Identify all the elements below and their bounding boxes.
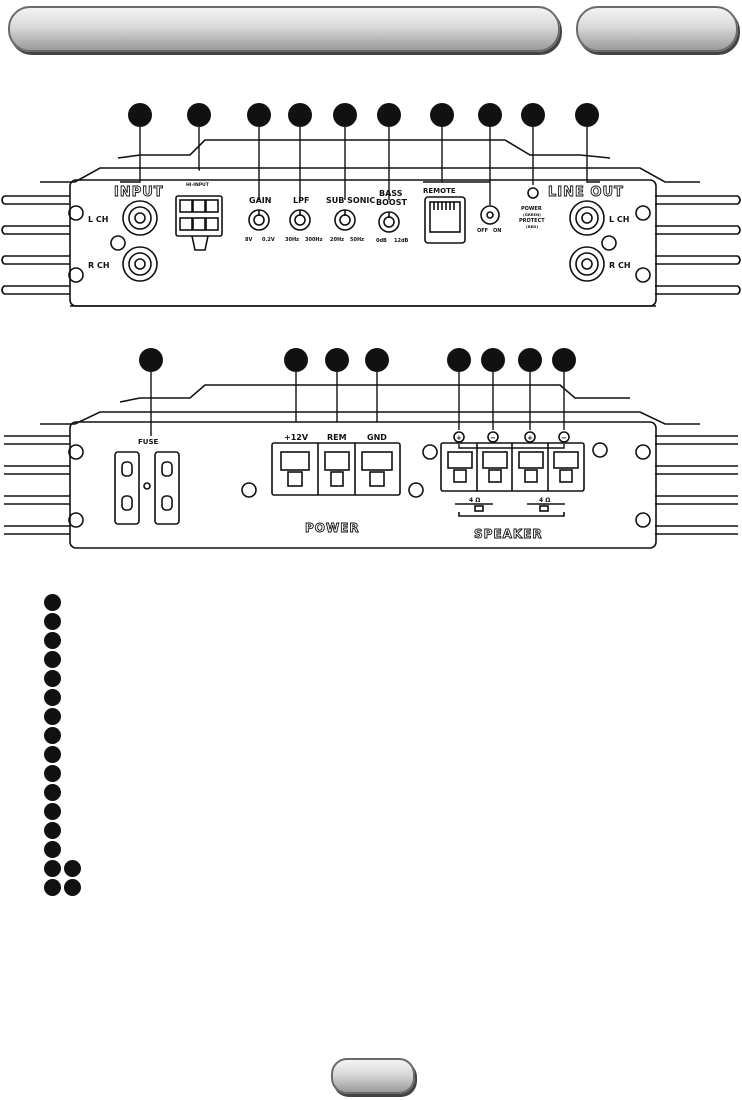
- legend-dot-16a: [44, 879, 61, 896]
- green-led-label: (GREEN): [523, 212, 541, 217]
- lpf-max-label: 300Hz: [305, 237, 323, 243]
- switch-on-label: ON: [493, 228, 501, 234]
- gain-max-label: 0.2V: [262, 237, 275, 243]
- legend-dot-9: [44, 746, 61, 763]
- rem-label: REM: [327, 433, 347, 442]
- ohm-label-2: 4 Ω: [539, 497, 550, 504]
- bass-min-label: 0dB: [376, 238, 387, 244]
- speaker-title: SPEAKER: [474, 527, 543, 541]
- legend-dot-12: [44, 803, 61, 820]
- plus12v-label: +12V: [284, 433, 309, 442]
- legend-dot-13: [44, 822, 61, 839]
- legend-dot-15b: [64, 860, 81, 877]
- hi-input-label: HI-INPUT: [186, 182, 210, 188]
- legend-dot-1: [44, 594, 61, 611]
- fuse-label: FUSE: [138, 438, 159, 446]
- remote-label: REMOTE: [423, 187, 456, 195]
- page-number-pill: [331, 1058, 415, 1094]
- l-ch-label: L CH: [88, 215, 108, 224]
- sub-sonic-label: SUB SONIC: [326, 196, 375, 205]
- speaker-plus-2: +: [527, 434, 533, 442]
- legend-dot-11: [44, 784, 61, 801]
- legend-dot-2: [44, 613, 61, 630]
- legend-dot-7: [44, 708, 61, 725]
- legend-dot-14: [44, 841, 61, 858]
- speaker-minus-1: −: [490, 434, 496, 442]
- line-out-title: LINE OUT: [548, 185, 624, 200]
- bottom-panel-diagram: FUSE +12V REM GND POWER SPEAKER 4 Ω 4 Ω …: [4, 348, 738, 549]
- bass-label: BASS: [379, 189, 403, 198]
- legend-dot-3: [44, 632, 61, 649]
- boost-label: BOOST: [376, 198, 407, 207]
- input-title: INPUT: [114, 185, 164, 200]
- ohm-label-1: 4 Ω: [469, 497, 480, 504]
- gnd-label: GND: [367, 433, 387, 442]
- power-led-label: POWER: [521, 206, 542, 212]
- top-panel-diagram: INPUT LINE OUT L CH R CH L CH R CH HI-IN…: [1, 103, 741, 307]
- lpf-min-label: 30Hz: [285, 237, 299, 243]
- gain-min-label: 8V: [245, 237, 252, 243]
- legend-dot-8: [44, 727, 61, 744]
- r-ch-label: R CH: [88, 261, 110, 270]
- sub-min-label: 20Hz: [330, 237, 344, 243]
- legend-dot-10: [44, 765, 61, 782]
- lpf-label: LPF: [293, 196, 309, 205]
- gain-label: GAIN: [249, 196, 271, 205]
- legend-dot-4: [44, 651, 61, 668]
- legend-dot-16b: [64, 879, 81, 896]
- sub-max-label: 50Hz: [350, 237, 364, 243]
- legend-dot-6: [44, 689, 61, 706]
- header-tab: [576, 6, 738, 52]
- bass-max-label: 12dB: [394, 238, 409, 244]
- line-l-ch-label: L CH: [609, 215, 629, 224]
- header-bar: [8, 6, 560, 52]
- switch-off-label: OFF: [477, 228, 488, 234]
- speaker-plus-1: +: [456, 434, 462, 442]
- power-title: POWER: [305, 521, 360, 535]
- legend-dot-15a: [44, 860, 61, 877]
- speaker-minus-2: −: [561, 434, 567, 442]
- protect-led-label: PROTECT: [519, 218, 545, 224]
- red-led-label: (RED): [526, 224, 538, 229]
- line-r-ch-label: R CH: [609, 261, 631, 270]
- legend-dot-5: [44, 670, 61, 687]
